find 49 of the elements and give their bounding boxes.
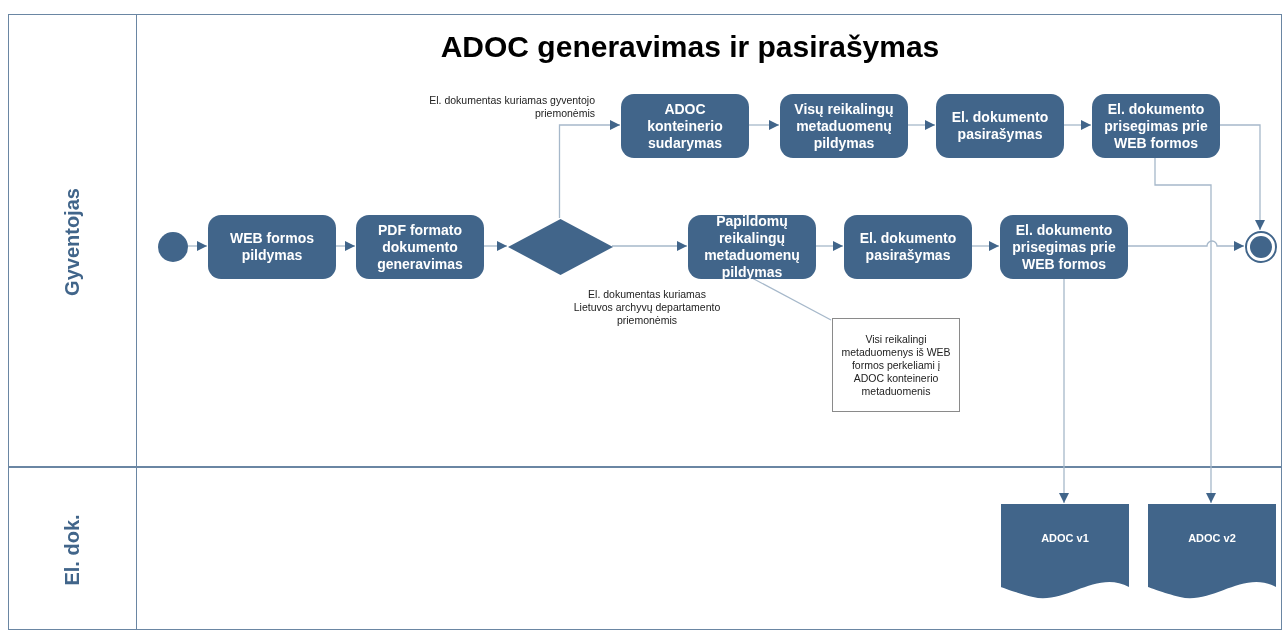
document-label: ADOC v1 — [1041, 532, 1089, 544]
swimlane — [8, 14, 1282, 467]
start-circle — [158, 232, 188, 262]
document-label: ADOC v2 — [1188, 532, 1236, 544]
arrow — [747, 120, 780, 130]
arrow — [482, 241, 508, 251]
arrow — [186, 241, 208, 251]
arrow — [1154, 156, 1216, 504]
swimlane — [8, 467, 1282, 630]
edge-label: El. dokumentas kuriamas Lietuvos archyvų departamento priemonėmis — [572, 288, 722, 327]
process-box — [621, 94, 749, 158]
arrow — [334, 241, 356, 251]
process-label: El. dokumento pasirašymas — [858, 230, 958, 264]
process-label: Visų reikalingų metaduomenų pildymas — [793, 100, 895, 152]
process-label: WEB formos pildymas — [229, 230, 315, 264]
process-box — [780, 94, 908, 158]
leader-line — [751, 277, 832, 321]
process-box — [356, 215, 484, 279]
arrow — [1126, 240, 1245, 251]
process-label: El. dokumento prisegimas prie WEB formos — [1103, 100, 1209, 152]
process-box — [208, 215, 336, 279]
document-shape — [1001, 504, 1129, 601]
arrow — [1059, 277, 1069, 504]
arrow — [1218, 124, 1265, 231]
arrow — [1062, 120, 1092, 130]
arrow — [814, 241, 844, 251]
diagram-title: ADOC generavimas ir pasirašymas — [439, 30, 941, 64]
arrow — [611, 241, 688, 251]
arrow — [970, 241, 1000, 251]
arrow — [906, 120, 936, 130]
lane-label: Gyventojas — [60, 187, 84, 296]
note-text: Visi reikalingi metaduomenys iš WEB formos perkeliami į ADOC konteinerio metaduomenis — [840, 332, 952, 398]
process-box — [844, 215, 972, 279]
decision-diamond — [508, 219, 613, 275]
process-label: PDF formato dokumento generavimas — [376, 221, 464, 273]
process-box — [688, 215, 816, 279]
note-box — [832, 318, 960, 412]
process-box — [936, 94, 1064, 158]
process-label: El. dokumento pasirašymas — [950, 109, 1050, 143]
process-box — [1092, 94, 1220, 158]
lane-label: El. dok. — [60, 513, 84, 586]
document-shape — [1148, 504, 1276, 601]
process-box — [1000, 215, 1128, 279]
process-label: ADOC konteinerio sudarymas — [646, 100, 724, 152]
process-label: El. dokumento prisegimas prie WEB formos — [1011, 221, 1117, 273]
arrow — [558, 120, 621, 219]
edge-label: El. dokumentas kuriamas gyventojo priemonėmis — [428, 94, 595, 120]
end-circle — [1245, 231, 1277, 263]
process-label: Papildomų reikalingų metaduomenų pildymas — [703, 213, 801, 281]
